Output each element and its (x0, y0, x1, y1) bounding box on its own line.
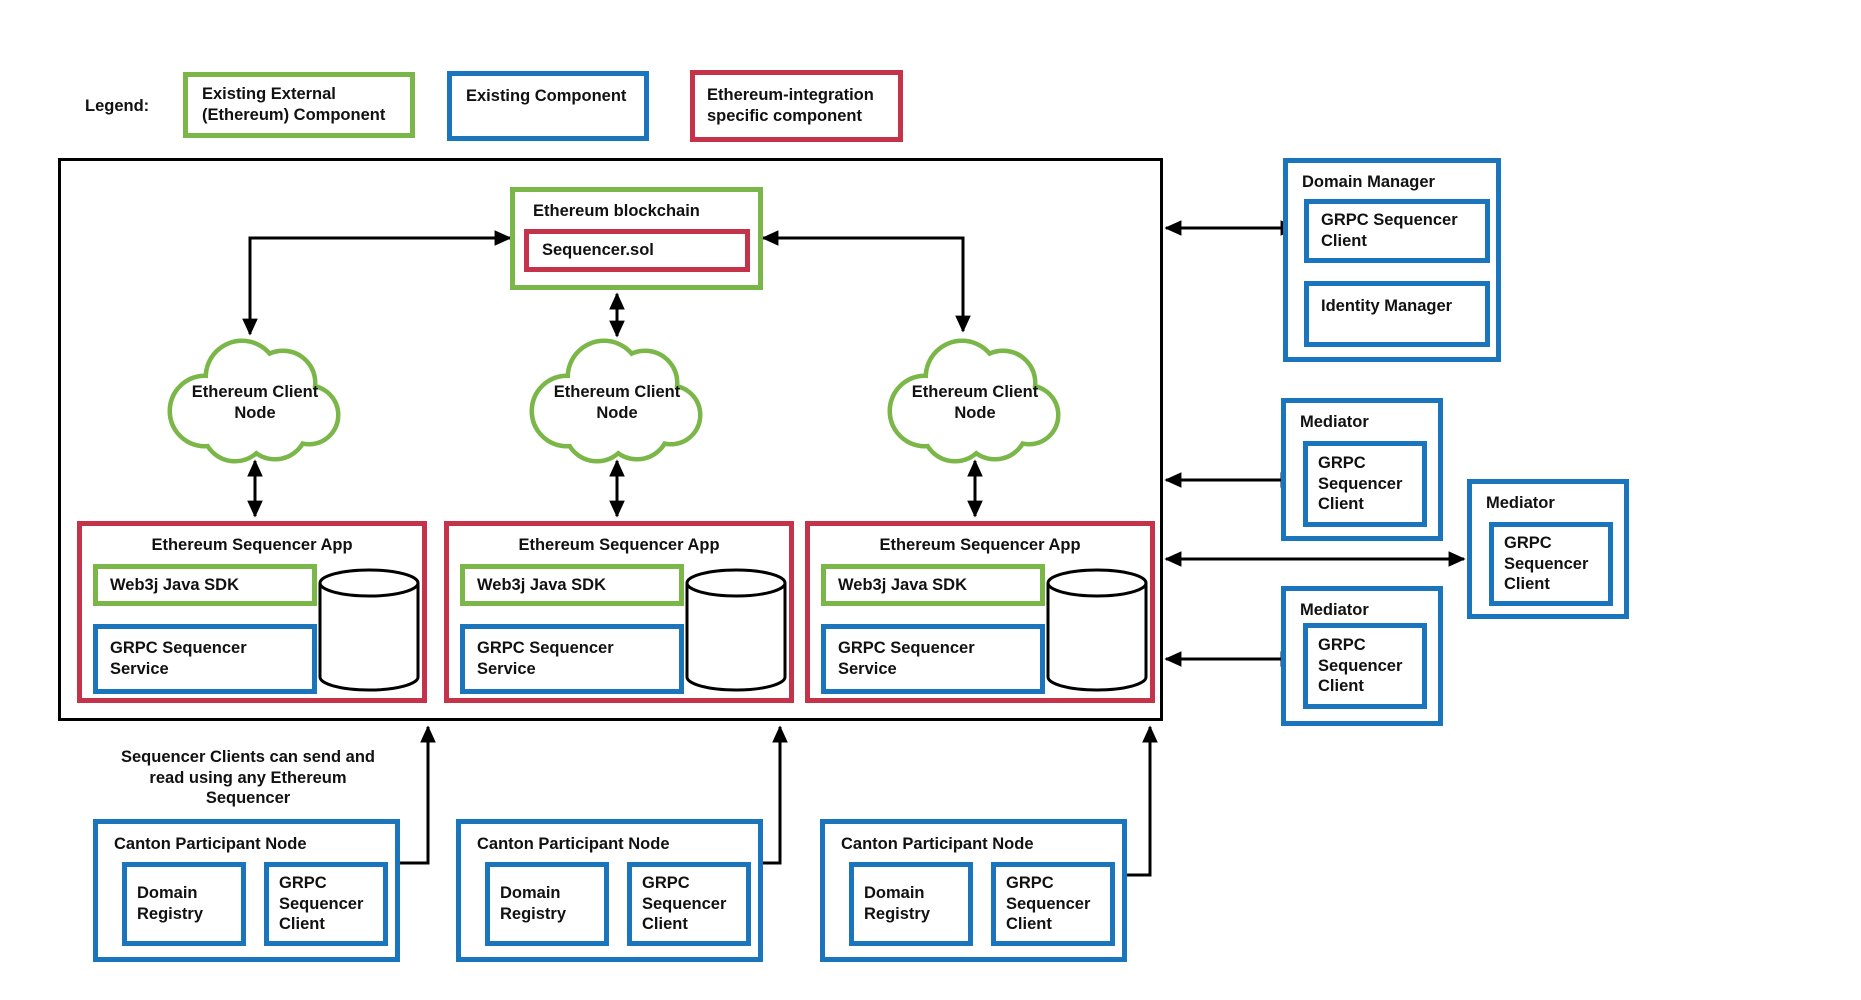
arrow-blockchain-cloud1 (242, 230, 512, 336)
mediator-2-grpc-client-label: GRPC Sequencer Client (1504, 534, 1589, 594)
grpc-sequencer-service-label-1: GRPC Sequencer Service (110, 639, 247, 678)
legend-existing-external-label: Existing External (Ethereum) Component (202, 85, 386, 124)
sequencer-app-1-title: Ethereum Sequencer App (151, 536, 353, 554)
sequencer-app-2-title: Ethereum Sequencer App (518, 536, 720, 554)
identity-manager-box: Identity Manager (1304, 281, 1490, 347)
web3j-sdk-box-1: Web3j Java SDK (93, 564, 317, 606)
grpc-sequencer-service-box-2: GRPC Sequencer Service (460, 624, 684, 694)
grpc-sequencer-service-box-3: GRPC Sequencer Service (821, 624, 1045, 694)
mediator-2-box: Mediator GRPC Sequencer Client (1467, 479, 1629, 619)
web3j-sdk-label-3: Web3j Java SDK (838, 575, 968, 594)
mediator-3-grpc-client-label: GRPC Sequencer Client (1318, 636, 1403, 696)
mediator-2-grpc-client-box: GRPC Sequencer Client (1489, 522, 1613, 606)
canton-grpc-client-box-2: GRPC Sequencer Client (627, 862, 751, 946)
client-node-3-label: Ethereum Client Node (911, 383, 1039, 422)
database-icon (685, 568, 787, 692)
database-icon (318, 568, 420, 692)
domain-registry-box-2: Domain Registry (485, 862, 609, 946)
mediator-3-box: Mediator GRPC Sequencer Client (1281, 586, 1443, 726)
ethereum-sequencer-app-3: Ethereum Sequencer App Web3j Java SDK GR… (805, 521, 1155, 703)
web3j-sdk-label-2: Web3j Java SDK (477, 575, 607, 594)
canton-node-2-title: Canton Participant Node (477, 835, 670, 853)
client-node-2-label: Ethereum Client Node (553, 383, 681, 422)
ethereum-blockchain-title: Ethereum blockchain (533, 202, 700, 220)
domain-registry-box-1: Domain Registry (122, 862, 246, 946)
grpc-sequencer-service-box-1: GRPC Sequencer Service (93, 624, 317, 694)
domain-registry-label-3: Domain Registry (864, 884, 931, 923)
web3j-sdk-box-2: Web3j Java SDK (460, 564, 684, 606)
legend-ethereum-specific-box: Ethereum-integration specific component (690, 70, 903, 142)
web3j-sdk-box-3: Web3j Java SDK (821, 564, 1045, 606)
canton-participant-node-1: Canton Participant Node Domain Registry … (93, 819, 400, 962)
ethereum-sequencer-app-1: Ethereum Sequencer App Web3j Java SDK GR… (77, 521, 427, 703)
canton-participant-node-2: Canton Participant Node Domain Registry … (456, 819, 763, 962)
legend-ethereum-specific-label: Ethereum-integration specific component (707, 86, 874, 125)
sequencing-domain-box (58, 158, 1163, 721)
domain-registry-label-1: Domain Registry (137, 884, 204, 923)
legend-existing-component-box: Existing Component (447, 71, 649, 141)
sequencer-sol-label: Sequencer.sol (542, 241, 654, 260)
ethereum-client-node-cloud (529, 338, 703, 464)
arrow-canton1-up (400, 725, 436, 865)
canton-grpc-client-box-1: GRPC Sequencer Client (264, 862, 388, 946)
canton-grpc-client-label-1: GRPC Sequencer Client (279, 874, 364, 934)
mediator-1-grpc-client-box: GRPC Sequencer Client (1303, 441, 1427, 527)
canton-grpc-client-label-2: GRPC Sequencer Client (642, 874, 727, 934)
canton-grpc-client-label-3: GRPC Sequencer Client (1006, 874, 1091, 934)
canton-grpc-client-box-3: GRPC Sequencer Client (991, 862, 1115, 946)
grpc-sequencer-service-label-2: GRPC Sequencer Service (477, 639, 614, 678)
client-node-1-label: Ethereum Client Node (191, 383, 319, 422)
arrow-canton2-up (763, 725, 788, 865)
mediator-2-title: Mediator (1486, 494, 1555, 512)
mediator-1-title: Mediator (1300, 413, 1369, 431)
mediator-3-title: Mediator (1300, 601, 1369, 619)
sequencer-clients-note: Sequencer Clients can send and read usin… (121, 748, 375, 808)
domain-manager-grpc-client-box: GRPC Sequencer Client (1304, 199, 1490, 263)
mediator-3-grpc-client-box: GRPC Sequencer Client (1303, 623, 1427, 709)
web3j-sdk-label-1: Web3j Java SDK (110, 575, 240, 594)
legend-label: Legend: (85, 97, 150, 115)
legend-existing-external-box: Existing External (Ethereum) Component (183, 72, 415, 138)
ethereum-client-node-cloud (167, 338, 341, 464)
sequencer-app-3-title: Ethereum Sequencer App (879, 536, 1081, 554)
ethereum-client-node-cloud (887, 338, 1061, 464)
arrow-blockchain-cloud3 (761, 230, 971, 333)
database-icon (1046, 568, 1148, 692)
canton-participant-node-3: Canton Participant Node Domain Registry … (820, 819, 1127, 962)
ethereum-sequencer-app-2: Ethereum Sequencer App Web3j Java SDK GR… (444, 521, 794, 703)
legend-existing-component-label: Existing Component (466, 87, 627, 105)
grpc-sequencer-service-label-3: GRPC Sequencer Service (838, 639, 975, 678)
sequencer-sol-box: Sequencer.sol (524, 229, 750, 272)
domain-manager-grpc-client-label: GRPC Sequencer Client (1321, 211, 1458, 250)
mediator-1-grpc-client-label: GRPC Sequencer Client (1318, 454, 1403, 514)
domain-registry-label-2: Domain Registry (500, 884, 567, 923)
identity-manager-label: Identity Manager (1321, 297, 1453, 315)
arrow-canton3-up (1127, 725, 1158, 877)
domain-manager-box: Domain Manager GRPC Sequencer Client Ide… (1283, 158, 1501, 362)
domain-manager-title: Domain Manager (1302, 173, 1435, 191)
ethereum-blockchain-box: Ethereum blockchain Sequencer.sol (510, 187, 763, 290)
mediator-1-box: Mediator GRPC Sequencer Client (1281, 398, 1443, 541)
canton-node-3-title: Canton Participant Node (841, 835, 1034, 853)
canton-node-1-title: Canton Participant Node (114, 835, 307, 853)
domain-registry-box-3: Domain Registry (849, 862, 973, 946)
